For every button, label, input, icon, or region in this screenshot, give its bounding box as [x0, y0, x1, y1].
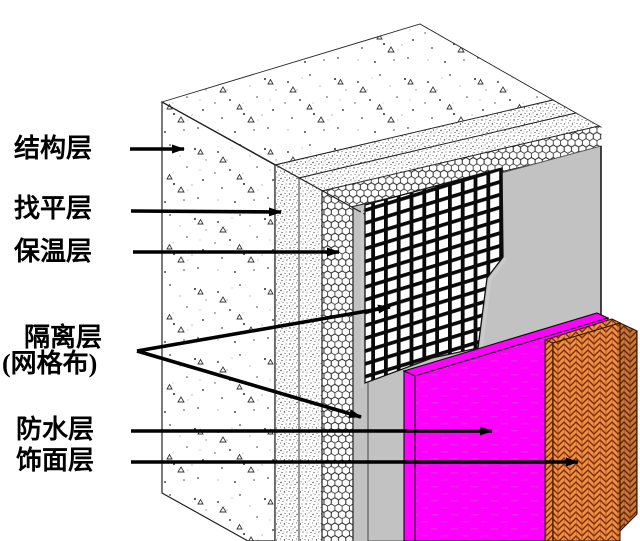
label-isolation-layer: 隔离层: [24, 323, 103, 352]
finish-front-face: [552, 322, 621, 541]
mesh-edge-highlight: [479, 257, 508, 351]
structural-layer-cut-face: [161, 100, 276, 541]
label-leveling-layer: 找平层: [14, 194, 93, 223]
leader-mesh-lower: [136, 349, 362, 419]
label-mesh-cloth: (网格布): [2, 349, 98, 378]
label-waterproof-layer: 防水层: [16, 415, 95, 444]
leveling-layer-cut-face-2: [299, 178, 322, 541]
finish-right-side-face: [619, 322, 638, 533]
render-layer-cut-face: [353, 208, 368, 541]
finish-right-side-shade: [620, 323, 637, 531]
waterproof-left-edge: [403, 370, 416, 541]
label-insulation-layer: 保温层: [14, 237, 93, 266]
label-finish-layer: 饰面层: [16, 446, 95, 475]
background-mask: [601, 0, 640, 317]
finish-left-edge: [544, 339, 554, 541]
finish-herringbone-panel: [543, 318, 638, 541]
leader-mesh-upper: [136, 304, 391, 353]
mesh-cloth: [364, 167, 504, 384]
mesh-grid-panel: [360, 167, 508, 388]
leader-leveling: [130, 207, 282, 217]
insulation-layer-cut-face: [322, 191, 353, 541]
leader-lines: [130, 144, 579, 467]
label-structural-layer: 结构层: [14, 134, 93, 163]
leveling-layer-cut-face: [275, 165, 299, 541]
